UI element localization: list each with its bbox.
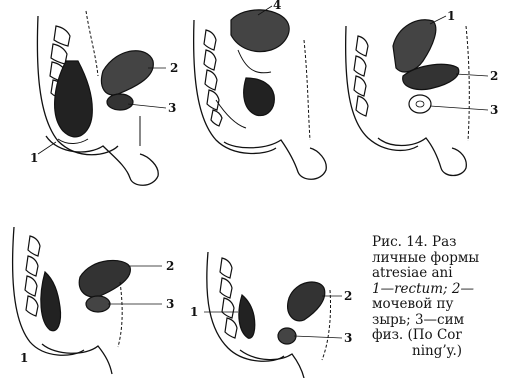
sagittal-section-drawing: 4	[176, 0, 336, 190]
label-1: 1	[447, 9, 455, 23]
label-2: 2	[490, 69, 498, 83]
caption-line: 1—rectum; 2—	[372, 282, 506, 298]
spine-column	[220, 258, 237, 338]
sagittal-section-drawing: 2 3 1	[0, 222, 185, 377]
label-1: 1	[20, 351, 28, 365]
rectum-shape	[393, 20, 436, 72]
bowel-shape	[231, 10, 289, 52]
rectum-shape	[239, 295, 255, 338]
caption-line: мочевой пу	[372, 297, 506, 313]
sagittal-section-drawing: 1 2 3	[338, 6, 506, 186]
spine-column	[354, 36, 368, 116]
spine-column	[25, 236, 40, 316]
caption-line: физ. (По Cor	[372, 328, 506, 344]
label-1: 1	[190, 305, 198, 319]
caption-line: atresiae ani	[372, 266, 506, 282]
caption-line: Рис. 14. Раз	[372, 235, 506, 251]
figure-panel-1: 2 3 1	[8, 6, 183, 191]
label-3: 3	[344, 331, 352, 345]
label-4: 4	[273, 0, 281, 12]
rectum-shape	[41, 272, 61, 331]
figure-panel-4: 2 3 1	[0, 222, 185, 377]
bladder-shape	[79, 260, 130, 297]
bladder-shape	[288, 282, 325, 321]
figure-panel-3: 1 2 3	[338, 6, 506, 186]
symphysis-shape	[86, 296, 110, 312]
symphysis-shape	[107, 94, 133, 110]
caption-line: зырь; 3—сим	[372, 313, 506, 329]
symphysis-shape	[278, 328, 296, 344]
figure-caption: Рис. 14. Раз личные формы atresiae ani 1…	[372, 235, 506, 359]
label-3: 3	[166, 297, 174, 311]
label-2: 2	[344, 289, 352, 303]
spine-column	[204, 30, 222, 126]
label-1: 1	[30, 151, 38, 165]
label-2: 2	[166, 259, 174, 273]
figure-panel-5: 1 2 3	[184, 250, 359, 378]
bladder-shape	[101, 51, 153, 95]
caption-line: личные формы	[372, 251, 506, 267]
caption-line: ning’y.)	[372, 344, 506, 360]
sagittal-section-drawing: 1 2 3	[184, 250, 359, 378]
figure-panel-2: 4	[176, 0, 336, 190]
label-3: 3	[490, 103, 498, 117]
symphysis-shape	[409, 95, 431, 113]
sagittal-section-drawing: 2 3 1	[8, 6, 183, 191]
rectum-shape	[55, 61, 93, 137]
